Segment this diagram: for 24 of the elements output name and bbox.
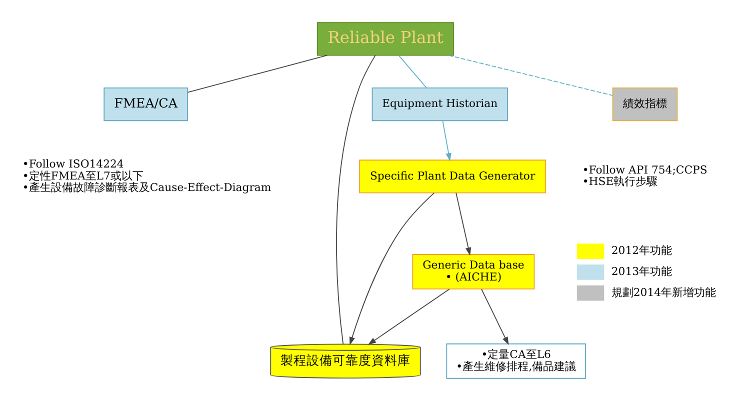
connector xyxy=(336,54,376,344)
arrow xyxy=(442,120,452,161)
node-box: Generic Data base • (AICHE) xyxy=(412,254,535,289)
node-label: •產生設備故障診斷報表及Cause-Effect-Diagram xyxy=(22,180,272,194)
connector xyxy=(398,54,428,88)
node-box: FMEA/CA xyxy=(104,87,188,121)
arrow xyxy=(349,192,435,345)
legend-label: 2013年功能 xyxy=(611,264,672,278)
legend-label: 規劃2014年新增功能 xyxy=(611,285,716,298)
node-label: •Follow ISO14224 xyxy=(22,156,124,170)
node-box: Specific Plant Data Generator xyxy=(359,159,546,193)
node-box: Reliable Plant xyxy=(316,22,454,56)
arrow xyxy=(368,288,450,344)
node-label: •HSE執行步驟 xyxy=(582,174,658,188)
connector xyxy=(448,54,613,96)
node-label: •Follow API 754;CCPS xyxy=(582,162,708,176)
legend-label: 2012年功能 xyxy=(611,244,672,257)
node-box: •定量CA至L6 •產生維修排程,備品建議 xyxy=(446,342,586,378)
node-label: •定性FMEA至L7或以下 xyxy=(22,168,144,182)
arrow xyxy=(456,192,472,256)
connector xyxy=(187,54,328,92)
node-box: Equipment Historian xyxy=(372,87,508,121)
node-box: 績效指標 xyxy=(612,87,678,121)
arrow xyxy=(481,288,509,345)
